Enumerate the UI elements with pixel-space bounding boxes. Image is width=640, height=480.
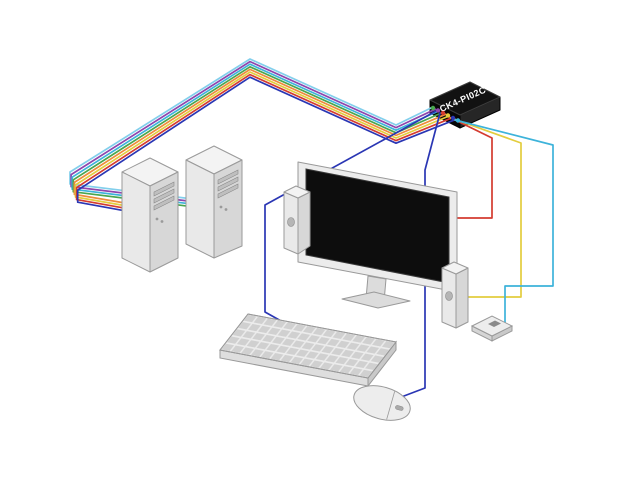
mouse-body [353,385,411,421]
tower1-front-face [149,171,179,273]
mouse-button-divider [386,391,396,420]
tower2-front-face [213,159,243,259]
drive-bay-icon [153,195,175,211]
power-button-icon [219,205,223,209]
remote-button-icon [488,320,501,327]
computer-tower-1 [121,157,179,273]
keyboard [219,313,397,388]
speaker-audio-cable [445,117,522,298]
drive-bay-icon [217,169,239,185]
port-icon [450,115,456,121]
port-icon [440,110,446,116]
keyboard-keys [219,313,397,379]
monitor [297,161,458,309]
speaker-left-top [283,185,311,199]
drive-bay-icon [217,183,239,199]
power-button-icon [155,217,159,221]
tower2-left-face [185,159,215,259]
port-icon [445,113,451,118]
cable-sky [69,58,433,200]
speaker-left-side [297,191,311,255]
reset-button-icon [224,208,228,211]
monitor-stand-base [341,291,411,309]
remote-cable [454,119,554,325]
drive-bay-icon [217,176,239,192]
cable-purple [70,60,437,203]
cable-blue [76,76,457,213]
kvm-top-face [429,81,501,116]
kvm-ports [430,105,461,123]
port-icon [435,108,441,113]
computer-tower-2 [185,145,243,259]
speaker-cone-icon [287,217,295,227]
cable-bundle [69,58,457,213]
speaker-right-side [455,267,469,329]
speaker-left [283,185,311,255]
reset-button-icon [160,220,164,223]
cable-red [75,73,454,210]
speaker-right [441,261,469,329]
remote-switch [470,315,514,342]
cable-yellow [74,71,450,207]
cable-orange [73,68,447,205]
mouse-wheel-icon [395,405,404,411]
port-icon [430,105,436,111]
drive-bay-icon [153,181,175,197]
speaker-cone-icon [445,291,453,301]
drive-bay-icon [153,188,175,204]
port-icon [455,118,461,123]
mouse [353,385,411,421]
monitor-video-cable [446,115,493,219]
tower1-left-face [121,171,151,273]
cable-cyan [71,63,440,206]
speaker-right-top [441,261,469,275]
